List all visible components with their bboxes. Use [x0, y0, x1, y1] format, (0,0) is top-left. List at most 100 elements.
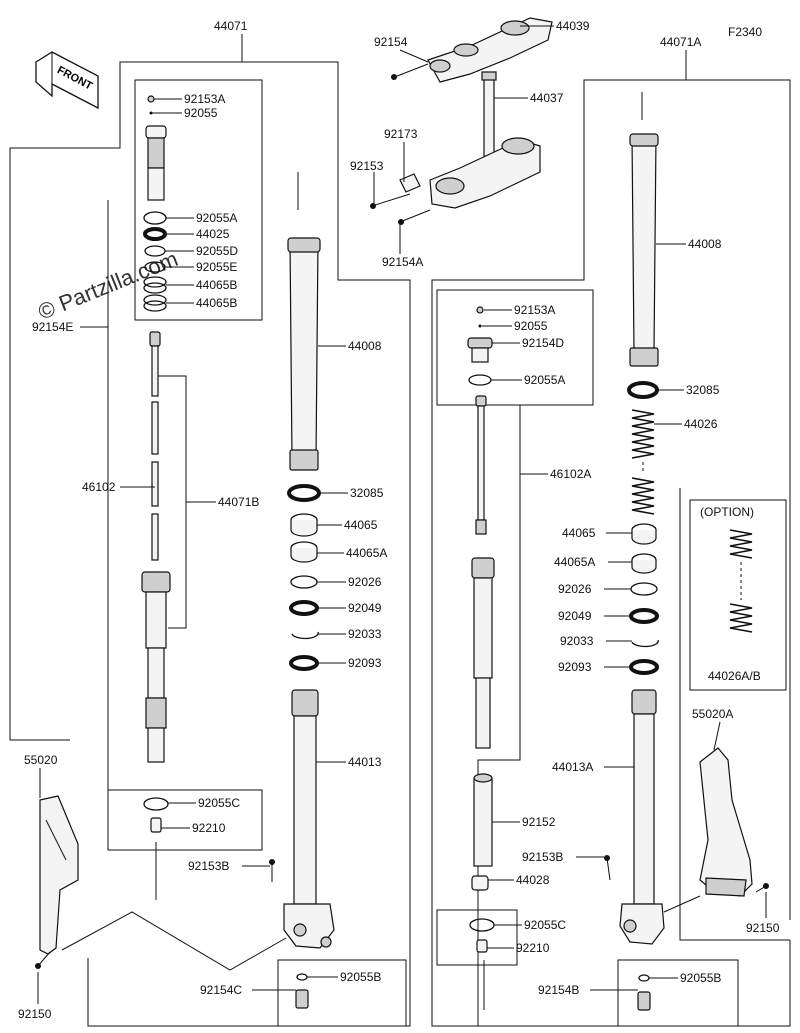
bushing-44065-left: [290, 513, 318, 537]
part-92153A-right: [476, 306, 484, 314]
label-92093-left: 92093: [348, 656, 382, 670]
frame-right-outer: [679, 488, 790, 941]
part-92210-left: [150, 817, 162, 833]
label-92033-left: 92033: [348, 627, 382, 641]
cartridge-cylinder-44071B: [141, 571, 171, 763]
outer-tube-44008-right: [629, 133, 659, 367]
frame-46102A: [477, 290, 594, 1026]
label-92033-right: 92033: [560, 634, 594, 648]
label-92210-left: 92210: [192, 821, 226, 835]
clip-92033-right: [631, 639, 659, 648]
leader-lines: [37, 25, 767, 1004]
label-55020: 55020: [24, 753, 58, 767]
label-92153-top: 92153: [350, 159, 384, 173]
part-92055-right: [478, 324, 482, 328]
label-92154E: 92154E: [32, 320, 73, 334]
label-92152: 92152: [522, 815, 556, 829]
label-92154D: 92154D: [522, 336, 564, 350]
frame-44071: [9, 34, 243, 741]
spring-44026: [631, 409, 655, 515]
label-92049-right: 92049: [558, 609, 592, 623]
fork-cap-92154D-right: [467, 337, 493, 363]
label-32085-left: 32085: [350, 486, 384, 500]
label-92026-left: 92026: [348, 575, 382, 589]
label-92055A-right: 92055A: [524, 373, 565, 387]
label-44039: 44039: [556, 19, 590, 33]
seal-92049-right: [629, 608, 659, 624]
bushing-44028: [471, 875, 489, 891]
bushing-44065A-right: [631, 553, 657, 574]
oring-32085-left: [287, 484, 321, 502]
label-44065A-left: 44065A: [346, 546, 387, 560]
label-92093-right: 92093: [558, 660, 592, 674]
clamp-bolt-lower: [370, 193, 431, 225]
oring-32085-right: [627, 381, 659, 399]
guard-link-right: [663, 895, 701, 913]
label-92150-left: 92150: [18, 1007, 52, 1021]
label-92055C-left: 92055C: [198, 796, 240, 810]
label-92153B-left: 92153B: [188, 859, 229, 873]
oring-92055A-left: [143, 211, 167, 225]
label-92055E-left: 92055E: [196, 260, 237, 274]
label-44071B: 44071B: [218, 495, 259, 509]
clip-92033-left: [291, 631, 319, 640]
label-92055C-right: 92055C: [524, 918, 566, 932]
bolt-92153B-left: [269, 859, 275, 882]
seal-92049-left: [289, 600, 319, 616]
washer-92026-right: [630, 582, 658, 596]
bushing-44065B-a-left: [143, 276, 167, 294]
label-44028: 44028: [516, 873, 550, 887]
washer-92055C-right: [469, 918, 495, 932]
label-92153B-right: 92153B: [522, 850, 563, 864]
washer-92026-left: [290, 575, 318, 589]
lower-triple-clamp: [429, 137, 541, 209]
label-44008-left: 44008: [348, 339, 382, 353]
part-92055-left: [149, 111, 153, 115]
label-44025-left: 44025: [196, 227, 230, 241]
bushing-44065B-b-left: [143, 294, 167, 312]
figure-code: F2340: [728, 25, 762, 39]
label-92049-left: 92049: [348, 601, 382, 615]
frame-option: [689, 499, 787, 691]
label-44065-right: 44065: [562, 526, 596, 540]
label-92154B: 92154B: [538, 983, 579, 997]
label-44071: 44071: [214, 19, 248, 33]
label-92153A-left: 92153A: [184, 92, 225, 106]
plug-92154B-right: [637, 991, 651, 1011]
label-92173: 92173: [384, 127, 418, 141]
label-92026-right: 92026: [558, 582, 592, 596]
label-92055-left: 92055: [184, 106, 218, 120]
bolt-92150-right: [755, 883, 769, 893]
frame-44071A-right: [686, 79, 791, 920]
label-92154A: 92154A: [382, 255, 423, 269]
plug-92154C-left: [295, 989, 309, 1009]
fork-cap-left: [145, 125, 167, 201]
bolt-92150-left: [35, 951, 51, 969]
bushing-44065A-left: [290, 541, 318, 563]
label-44026: 44026: [684, 417, 718, 431]
frame-44071B: [107, 200, 263, 851]
frame-right-top-parts: [436, 289, 594, 406]
oring-92055B-left: [296, 973, 308, 981]
frame-44071-right: [87, 61, 411, 1027]
label-46102A: 46102A: [550, 467, 591, 481]
label-32085-right: 32085: [686, 383, 720, 397]
label-44071A: 44071A: [660, 35, 701, 49]
option-spring-44026AB: [729, 529, 753, 633]
label-46102: 46102: [82, 480, 116, 494]
label-92150-right: 92150: [746, 921, 780, 935]
part-92153A-left: [147, 95, 155, 103]
inner-tube-44013-left: [283, 689, 335, 949]
option-title: (OPTION): [700, 505, 754, 519]
bushing-44065-right: [631, 523, 657, 545]
front-arrow-icon: FRONT: [35, 51, 99, 110]
label-92055B-left: 92055B: [340, 970, 381, 984]
fork-guard-55020A: [699, 747, 753, 897]
label-92153A-right: 92153A: [514, 303, 555, 317]
label-44037: 44037: [530, 91, 564, 105]
part-labels: 44071 44071A 44039 92154 44037 92173 921…: [18, 19, 780, 1021]
frame-top-parts: [134, 79, 263, 321]
washer-92055C-left: [143, 797, 169, 811]
spacer-92152: [473, 773, 493, 867]
guard-link-left: [61, 911, 287, 971]
